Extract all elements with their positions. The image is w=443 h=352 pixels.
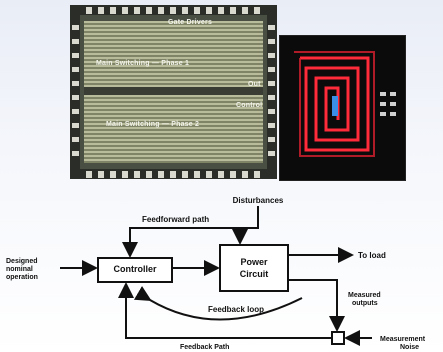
left-pad-column — [70, 5, 80, 179]
control-strip — [84, 87, 263, 95]
disturbance-arrow — [232, 206, 259, 245]
power-block-label-1: Power — [240, 257, 268, 267]
chip-micrograph: Gate Drivers Main Switching — Phase 1 Ou… — [70, 5, 277, 179]
top-pad-row — [70, 5, 277, 15]
to-load-label: To load — [358, 251, 386, 260]
controller-block-label: Controller — [113, 264, 156, 274]
controller-block — [97, 257, 173, 283]
right-pad-column — [267, 5, 277, 179]
photo-row: Gate Drivers Main Switching — Phase 1 Ou… — [70, 5, 406, 181]
disturbances-label: Disturbances — [233, 196, 284, 205]
feedforward-path-label: Feedforward path — [142, 215, 209, 224]
feedback-loop-label: Feedback loop — [208, 305, 264, 314]
spiral-inductor-image — [279, 35, 406, 181]
power-block-label-2: Circuit — [240, 269, 269, 279]
measurement-noise-label-2: Noise — [400, 344, 419, 351]
measured-outputs-label-1: Measured — [348, 292, 381, 299]
out-label: Out — [248, 81, 261, 88]
designed-input-label-1: Designed — [6, 258, 38, 265]
phase2-label: Main Switching — Phase 2 — [106, 121, 200, 128]
feedback-path-label: Feedback Path — [180, 344, 229, 351]
switching-block-phase1 — [84, 21, 263, 87]
measured-output-arrow — [288, 279, 345, 332]
spiral-coil-graphic — [294, 51, 396, 157]
feedback-path-arrow — [118, 282, 332, 339]
gate-drivers-label: Gate Drivers — [168, 19, 213, 26]
control-label: Control — [236, 102, 263, 109]
power-circuit-block — [219, 244, 289, 292]
designed-input-label-3: operation — [6, 274, 38, 281]
measurement-noise-label-1: Measurement — [380, 336, 426, 343]
feedforward-path-arrow — [122, 227, 258, 258]
summing-node — [331, 331, 345, 345]
phase1-label: Main Switching — Phase 1 — [96, 60, 190, 67]
bottom-pad-row — [70, 169, 277, 179]
designed-input-label-2: nominal — [6, 266, 33, 273]
switching-block-phase2 — [84, 95, 263, 163]
measured-outputs-label-2: outputs — [352, 300, 378, 307]
control-block-diagram: Disturbances Feedforward path Designed n… — [6, 196, 426, 351]
feedback-loop-arc — [133, 286, 303, 321]
